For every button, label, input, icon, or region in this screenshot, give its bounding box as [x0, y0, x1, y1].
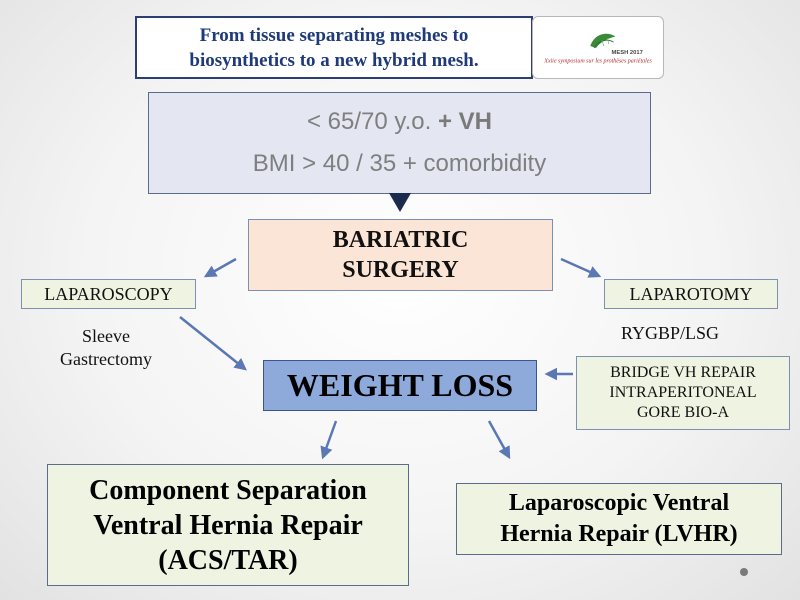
criteria-vh: + VH	[437, 108, 492, 135]
arrow-to-lvhr	[487, 420, 511, 460]
laparoscopy-box: LAPAROSCOPY	[21, 279, 196, 309]
leaf-icon	[590, 33, 616, 49]
arrow-to-component-separation	[320, 420, 338, 460]
component-line-2: Ventral Hernia Repair	[93, 509, 363, 541]
arrow-to-laparotomy	[560, 257, 602, 278]
weight-loss-box: WEIGHT LOSS	[263, 360, 537, 411]
sleeve-gastrectomy-label: Sleeve Gastrectomy	[36, 325, 176, 371]
title-box: From tissue separating meshes to biosynt…	[135, 16, 533, 79]
lvhr-line-2: Hernia Repair (LVHR)	[500, 521, 738, 547]
bridge-line-3: GORE BIO-A	[637, 404, 729, 421]
bridge-line-1: BRIDGE VH REPAIR	[610, 364, 756, 381]
component-line-3: (ACS/TAR)	[158, 544, 298, 576]
title-line-2: biosynthetics to a new hybrid mesh.	[189, 49, 479, 71]
arrow-to-laparoscopy	[203, 257, 237, 278]
component-separation-box: Component Separation Ventral Hernia Repa…	[47, 464, 409, 586]
mesh-2017-logo: MESH 2017 Xxiie symposium sur les prothè…	[532, 16, 664, 79]
lvhr-box: Laparoscopic Ventral Hernia Repair (LVHR…	[456, 483, 782, 555]
arrow-laparoscopy-to-weight-loss	[179, 316, 247, 371]
component-line-1: Component Separation	[89, 474, 367, 506]
slide-indicator-dot	[740, 568, 748, 576]
sleeve-line-1: Sleeve	[82, 326, 130, 346]
patient-criteria-box: < 65/70 y.o. + VH BMI > 40 / 35 + comorb…	[148, 92, 651, 194]
criteria-bmi: BMI > 40 / 35 + comorbidity	[252, 150, 547, 177]
bariatric-line-2: SURGERY	[342, 257, 459, 283]
logo-tagline: Xxiie symposium sur les prothèses pariét…	[543, 59, 652, 65]
bariatric-line-1: BARIATRIC	[332, 227, 469, 253]
bridge-repair-box: BRIDGE VH REPAIR INTRAPERITONEAL GORE BI…	[576, 356, 790, 430]
title-line-1: From tissue separating meshes to	[199, 24, 469, 46]
bridge-line-2: INTRAPERITONEAL	[609, 384, 757, 401]
logo-name: MESH 2017	[612, 50, 643, 56]
laparotomy-box: LAPAROTOMY	[604, 279, 778, 309]
lvhr-line-1: Laparoscopic Ventral	[508, 490, 730, 516]
criteria-age: < 65/70 y.o.	[306, 108, 432, 135]
sleeve-line-2: Gastrectomy	[60, 349, 152, 369]
rygbp-lsg-label: RYGBP/LSG	[620, 323, 720, 343]
down-triangle-icon	[389, 193, 411, 212]
bariatric-surgery-box: BARIATRIC SURGERY	[248, 219, 553, 291]
